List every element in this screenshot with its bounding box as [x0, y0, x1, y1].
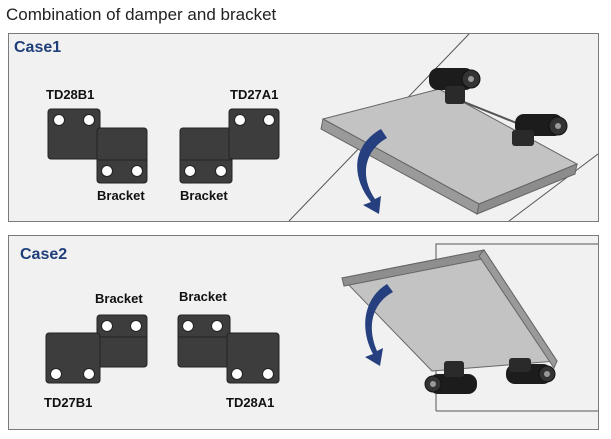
rotation-arrow-icon [357, 129, 387, 214]
case2-cabinet-illustration [341, 243, 598, 412]
case2-left-bracket-label: Bracket [95, 291, 143, 306]
case1-right-bracket-label: Bracket [180, 188, 228, 203]
case1-drawing [47, 34, 598, 221]
td28b1-bracket-plate [96, 127, 148, 184]
case2-drawing [45, 243, 598, 412]
case1-panel: Case1 [8, 33, 599, 222]
td27b1-damper-plate [45, 332, 101, 384]
case1-right-part-label: TD27A1 [230, 87, 279, 102]
td28b1-damper-plate [47, 108, 101, 160]
case1-cabinet-illustration [288, 34, 598, 221]
td27b1-bracket-plate [96, 314, 148, 368]
case2-panel: Case2 [8, 235, 599, 430]
case2-right-part-label: TD28A1 [226, 395, 275, 410]
td27a1-damper-plate [228, 108, 280, 160]
rotation-arrow-icon [365, 284, 393, 366]
case2-label: Case2 [20, 246, 68, 263]
case1-left-bracket-label: Bracket [97, 188, 145, 203]
case1-label: Case1 [14, 39, 62, 56]
case1-left-part-label: TD28B1 [46, 87, 95, 102]
td27a1-bracket-plate [179, 127, 233, 184]
td28a1-bracket-plate [177, 314, 231, 368]
diagram-title: Combination of damper and bracket [6, 5, 277, 24]
case2-left-part-label: TD27B1 [44, 395, 93, 410]
td28a1-damper-plate [226, 332, 280, 384]
case2-right-bracket-label: Bracket [179, 289, 227, 304]
